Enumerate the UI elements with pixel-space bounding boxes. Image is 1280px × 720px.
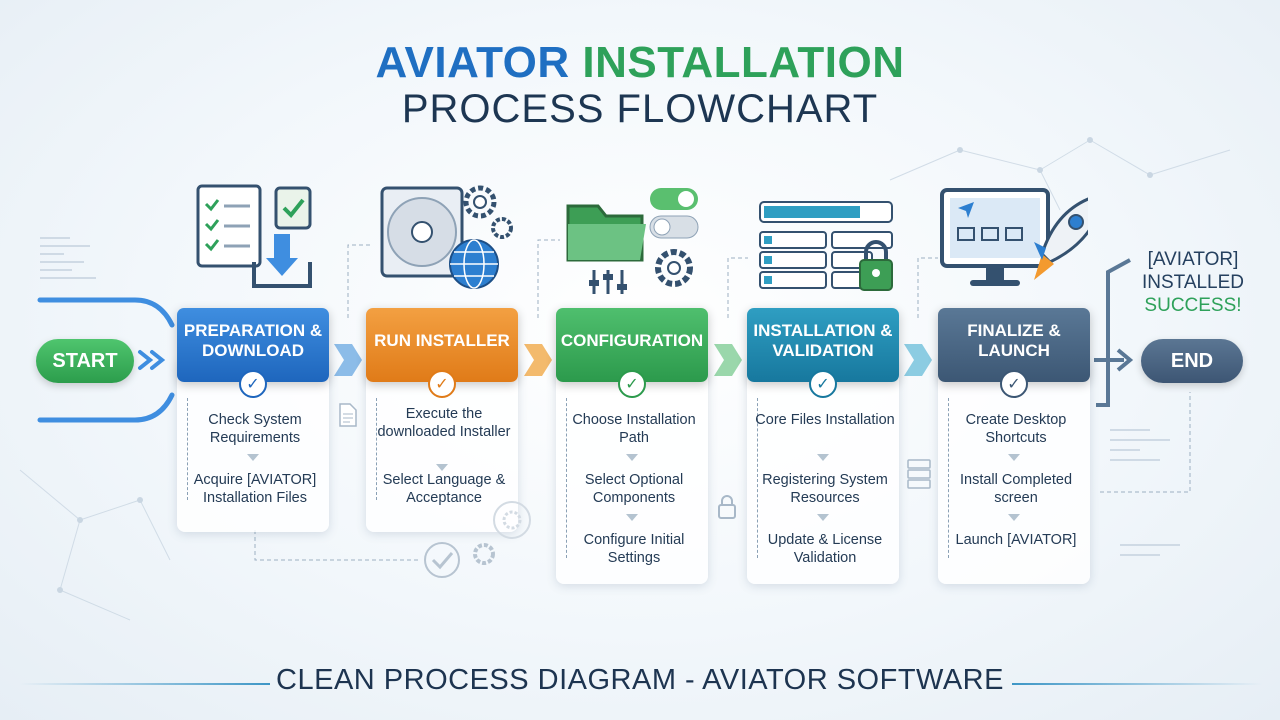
step-rail xyxy=(376,398,377,500)
step-arrow xyxy=(817,514,829,521)
title-line-2: PROCESS FLOWCHART xyxy=(401,87,879,132)
step-item: Execute the downloaded Installer xyxy=(377,406,511,440)
checkmark-icon: ✓ xyxy=(618,370,646,398)
checkmark-icon: ✓ xyxy=(428,370,456,398)
end-node: END xyxy=(1141,339,1243,383)
step-item: Configure Initial Settings xyxy=(583,532,685,566)
small-lock-icon xyxy=(718,495,736,519)
progress-server-lock-icon xyxy=(759,201,893,291)
step-arrow xyxy=(1008,454,1020,461)
stage-title: PREPARATION & DOWNLOAD xyxy=(177,308,329,382)
step-rail xyxy=(948,398,949,558)
checkmark-icon: ✓ xyxy=(809,370,837,398)
step-arrow xyxy=(247,454,259,461)
step-arrow xyxy=(436,464,448,471)
start-node: START xyxy=(36,339,134,383)
faded-check-gear-icon xyxy=(424,501,531,578)
stage-title: RUN INSTALLER xyxy=(366,308,518,382)
step-rail xyxy=(757,398,758,558)
folder-toggles-gear-icon xyxy=(566,188,699,294)
success-message: [AVIATOR] INSTALLED SUCCESS! xyxy=(1128,248,1258,318)
monitor-rocket-icon xyxy=(940,188,1088,286)
checkmark-icon: ✓ xyxy=(239,370,267,398)
small-server-icon xyxy=(907,459,931,489)
step-item: Install Completed screen xyxy=(959,472,1073,506)
step-item: Registering System Resources xyxy=(762,472,888,506)
step-item: Select Language & Acceptance xyxy=(382,472,506,506)
step-item: Core Files Installation xyxy=(755,412,895,428)
small-document-icon xyxy=(339,403,357,427)
diagram-title: AVIATOR INSTALLATION PROCESS FLOWCHART xyxy=(0,38,1280,132)
success-line-2: INSTALLED xyxy=(1141,272,1245,294)
success-line-1: [AVIATOR] xyxy=(1147,249,1239,270)
step-item: Check System Requirements xyxy=(208,412,302,446)
stage-title: FINALIZE & LAUNCH xyxy=(938,308,1090,382)
disc-gear-globe-icon xyxy=(380,185,513,289)
step-item: Select Optional Components xyxy=(584,472,684,506)
step-item: Update & License Validation xyxy=(767,532,883,566)
step-item: Choose Installation Path xyxy=(572,412,696,446)
step-arrow xyxy=(817,454,829,461)
stage-title: INSTALLATION & VALIDATION xyxy=(747,308,899,382)
step-arrow xyxy=(626,514,638,521)
step-rail xyxy=(566,398,567,558)
step-item: Create Desktop Shortcuts xyxy=(965,412,1067,446)
success-line-3: SUCCESS! xyxy=(1144,295,1242,317)
step-item: Acquire [AVIATOR] Installation Files xyxy=(193,472,317,506)
footer-caption: CLEAN PROCESS DIAGRAM - AVIATOR SOFTWARE xyxy=(276,664,1004,696)
step-arrow xyxy=(1008,514,1020,521)
step-item: Launch [AVIATOR] xyxy=(955,532,1077,548)
title-word-1: AVIATOR xyxy=(375,38,570,87)
stage-title: CONFIGURATION xyxy=(556,308,708,382)
footer-rule-left xyxy=(20,683,270,685)
step-arrow xyxy=(626,454,638,461)
document-checklist-download-icon xyxy=(196,184,312,288)
step-rail xyxy=(187,398,188,500)
checkmark-icon: ✓ xyxy=(1000,370,1028,398)
footer-rule-right xyxy=(1012,683,1262,685)
title-word-2: INSTALLATION xyxy=(582,38,905,87)
